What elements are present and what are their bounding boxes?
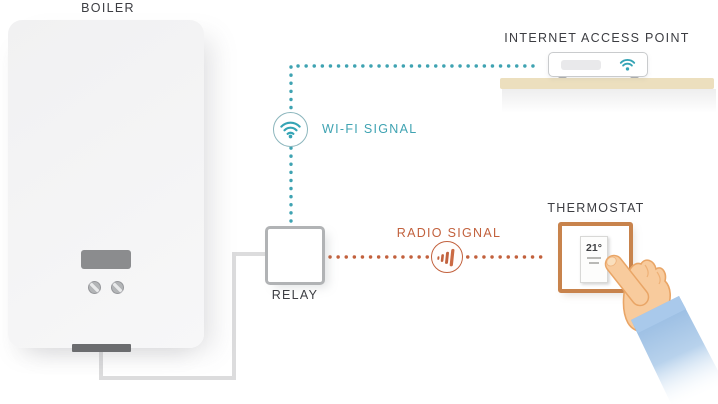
router-wifi-icon [619, 59, 636, 71]
boiler-knob-left [88, 281, 101, 294]
thermostat-display: 21° [580, 236, 608, 283]
wifi-icon [280, 121, 301, 139]
thermostat-display-segment [587, 257, 601, 259]
radio-signal-badge [431, 241, 463, 273]
wifi-signal-label: WI-FI SIGNAL [322, 122, 418, 136]
sleeve [631, 296, 718, 404]
knuckle-crease [644, 264, 649, 278]
thermostat-frame: 21° [558, 222, 633, 293]
sleeve-cuff [631, 296, 686, 333]
relay-box [265, 226, 325, 285]
thermostat-label: THERMOSTAT [547, 201, 645, 215]
thermostat-display-segment [589, 262, 599, 264]
boiler-label: BOILER [81, 1, 135, 15]
boiler-pipe [72, 344, 131, 352]
relay-label: RELAY [271, 288, 319, 302]
router-front-panel [561, 60, 601, 70]
wall-shelf [500, 78, 716, 113]
boiler-knob-right [111, 281, 124, 294]
boiler-display [81, 250, 131, 269]
thermostat-temperature: 21° [586, 242, 602, 254]
radio-signal-label: RADIO SIGNAL [396, 226, 502, 240]
knuckle-crease [656, 271, 661, 285]
internet-access-point-router [548, 52, 648, 77]
internet-access-point-label: INTERNET ACCESS POINT [504, 31, 690, 45]
boiler-unit [8, 20, 204, 348]
wifi-signal-badge [273, 112, 308, 147]
radio-signal-icon [437, 248, 455, 267]
wifi-dotted-line [289, 64, 538, 223]
